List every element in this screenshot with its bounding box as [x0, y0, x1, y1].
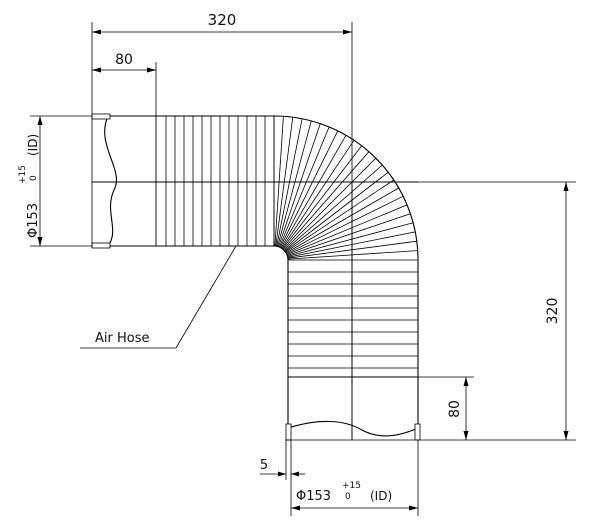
arrowhead-bottom: [563, 431, 569, 440]
dimension-text-wall-offset: 5: [260, 458, 268, 473]
dimension-right-overall: 320: [418, 181, 576, 441]
arrowhead-left: [291, 505, 300, 511]
pleat-line: [277, 120, 312, 247]
pleat-line: [279, 130, 339, 248]
hose-horizontal-section: [91, 113, 278, 249]
pleat-line: [287, 231, 416, 258]
break-line: [287, 420, 419, 437]
pleat-line: [280, 135, 347, 249]
diameter-value: Φ153: [296, 489, 331, 504]
pleat-line: [278, 123, 321, 247]
cuff-bottom: [91, 242, 111, 249]
diameter-suffix: (ID): [370, 489, 392, 503]
dimension-right-straight: 80: [418, 376, 474, 440]
pleat-line: [281, 140, 355, 249]
dimension-bottom-diameter: Φ153 +15 0 (ID): [291, 440, 419, 516]
pleat-line: [279, 126, 330, 248]
pleat-line: [284, 164, 383, 252]
pleat-line: [282, 151, 370, 250]
pleat-line: [287, 250, 418, 260]
pleat-line: [282, 145, 363, 250]
arrowhead-right: [291, 471, 299, 477]
pleats-elbow: [273, 116, 418, 261]
arrowhead-left: [92, 29, 101, 35]
dimension-text-top-straight: 80: [115, 52, 133, 68]
arrowhead-bottom: [463, 431, 469, 440]
hose-vertical-section: [285, 260, 421, 441]
arrowhead-bottom: [37, 237, 43, 246]
dimension-text-right-overall: 320: [545, 298, 561, 325]
diameter-suffix: (ID): [26, 134, 40, 156]
dimension-wall-offset: 5: [260, 440, 305, 516]
tolerance-upper: +15: [342, 481, 361, 491]
dimension-text-left-diameter: Φ153 +15 0 (ID): [18, 134, 41, 238]
hose-elbow: [273, 115, 419, 261]
pleat-line: [276, 118, 303, 247]
pleat-line: [285, 179, 394, 253]
center-lines: [92, 181, 418, 440]
pleat-line: [283, 157, 377, 251]
arrowhead-top: [37, 116, 43, 125]
tolerance-upper: +15: [18, 165, 28, 184]
arrowhead-top: [563, 182, 569, 191]
pleat-line: [284, 171, 389, 252]
leader-diagonal: [175, 245, 237, 349]
arrowhead-top: [463, 377, 469, 386]
callout-air-hose: Air Hose: [80, 245, 237, 349]
arrowhead-right: [147, 67, 156, 73]
arrowhead-left: [92, 67, 101, 73]
pleat-line: [286, 195, 404, 255]
pleats-horizontal: [165, 116, 275, 246]
pleat-line: [287, 222, 414, 257]
tolerance-lower: 0: [29, 175, 39, 181]
pleat-line: [274, 116, 284, 247]
dimension-left-diameter: Φ153 +15 0 (ID): [18, 115, 96, 247]
pleat-line: [285, 187, 399, 254]
dimension-top-straight: 80: [92, 52, 157, 116]
pleats-vertical: [288, 271, 418, 369]
callout-label: Air Hose: [95, 331, 149, 346]
elbow-inner-arc: [273, 245, 289, 261]
pleat-line: [286, 204, 408, 255]
pleat-line: [287, 213, 411, 256]
dimension-text-right-straight: 80: [447, 400, 463, 418]
diameter-value: Φ153: [26, 203, 41, 238]
dimension-text-top-overall: 320: [208, 11, 237, 29]
arrowhead-right: [343, 29, 352, 35]
arrowhead-right: [409, 505, 418, 511]
cuff-top: [91, 113, 111, 120]
cuff-right: [414, 423, 421, 441]
arrowhead-left: [278, 471, 286, 477]
cuff-left: [285, 423, 292, 441]
break-line: [104, 115, 117, 247]
tolerance-lower: 0: [345, 492, 351, 502]
